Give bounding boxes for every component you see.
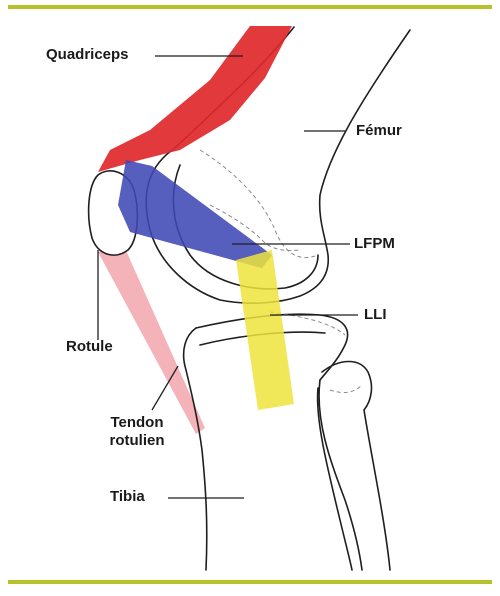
lli-ligament <box>236 250 294 410</box>
fibula-dashed <box>329 384 363 393</box>
label-rotule: Rotule <box>66 338 113 355</box>
fibula-outline <box>321 360 391 571</box>
patellar-tendon <box>98 246 205 434</box>
femur-condyle-dashed <box>199 149 319 259</box>
label-tendon-line2: rotulien <box>109 432 165 449</box>
tendon-leader <box>151 365 179 411</box>
femur-outline <box>145 26 411 304</box>
label-quadriceps: Quadriceps <box>46 46 129 63</box>
label-femur: Fémur <box>356 122 402 139</box>
tibia-outline <box>182 327 208 571</box>
label-lfpm: LFPM <box>354 235 395 252</box>
label-tendon-line1: Tendon <box>110 414 164 431</box>
quadriceps-muscle <box>98 26 292 172</box>
fibula-inner <box>316 387 353 571</box>
top-frame-rule <box>8 5 492 9</box>
label-tendon-rotulien: Tendon rotulien <box>92 414 182 450</box>
bottom-frame-rule <box>8 580 492 584</box>
label-tibia: Tibia <box>110 488 145 505</box>
label-lli: LLI <box>364 306 387 323</box>
tibia-shaft-right <box>318 379 363 571</box>
lfpm-ligament <box>118 160 272 268</box>
